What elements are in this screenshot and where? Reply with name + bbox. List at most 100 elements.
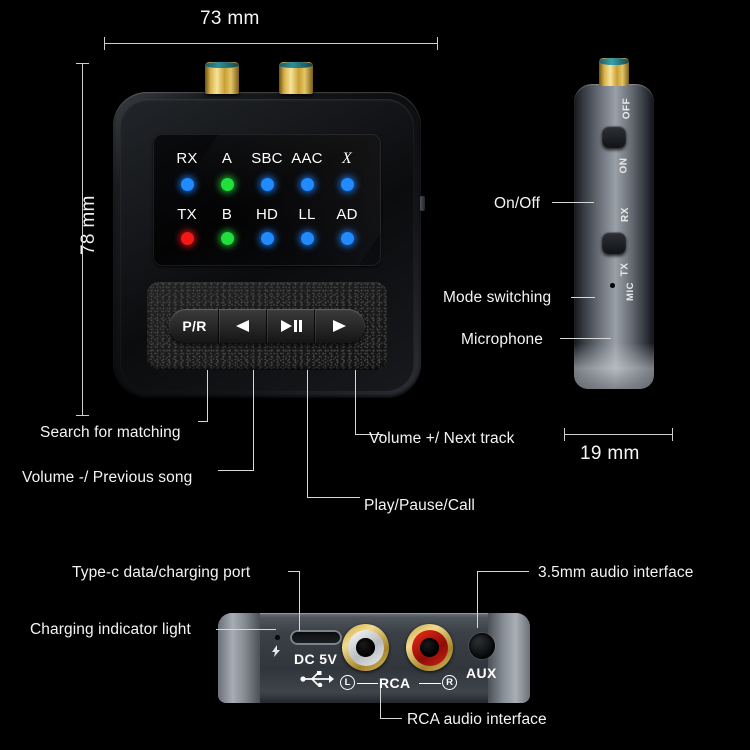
height-tick-bottom xyxy=(76,415,89,416)
leader-aux-horizontal xyxy=(477,571,529,572)
side-rca-plug xyxy=(599,58,629,86)
power-switch-on-label: ON xyxy=(618,157,630,174)
power-switch-off-label: OFF xyxy=(621,97,633,120)
annotation-mode-switching: Mode switching xyxy=(443,289,552,306)
led-label-aptx: X xyxy=(342,150,352,167)
annotation-play-pause-call: Play/Pause/Call xyxy=(364,497,475,514)
rca-plug-right xyxy=(279,62,313,94)
annotation-on-off: On/Off xyxy=(494,195,540,212)
play-pause-button[interactable] xyxy=(267,309,315,343)
rear-right-cap xyxy=(488,613,530,703)
led-dot-tx xyxy=(180,232,194,246)
rear-left-cap xyxy=(218,613,260,703)
leader-rca-horizontal xyxy=(380,718,402,719)
leader-volume-up-vertical xyxy=(355,329,356,435)
leader-mode-switching xyxy=(571,297,595,298)
led-label-hd: HD xyxy=(255,205,279,223)
rca-line-left xyxy=(357,683,378,684)
led-dot-rx xyxy=(180,177,194,191)
depth-dimension-label: 19 mm xyxy=(580,443,640,464)
annotation-charging-light: Charging indicator light xyxy=(30,621,191,638)
rear-device-body: DC 5V L RCA R AUX xyxy=(218,613,530,703)
next-icon xyxy=(331,319,348,333)
led-dot-hd xyxy=(260,232,274,246)
leader-type-c-vertical xyxy=(299,571,300,631)
led-dot-ad xyxy=(340,232,354,246)
aux-label: AUX xyxy=(466,665,497,681)
rca-left-hole xyxy=(356,638,375,657)
led-dot-sbc xyxy=(260,177,274,191)
annotation-35mm-audio: 3.5mm audio interface xyxy=(538,564,694,581)
leader-play-pause-horizontal xyxy=(307,497,360,498)
height-dimension-line xyxy=(82,63,83,416)
depth-tick-left xyxy=(564,428,565,441)
rca-label: RCA xyxy=(379,675,411,691)
front-device-body: RX A SBC AAC X TX B HD LL AD xyxy=(113,62,425,398)
rca-left-ring xyxy=(347,629,384,666)
led-label-ll: LL xyxy=(298,205,316,223)
led-label-tx: TX xyxy=(177,205,197,223)
leader-volume-up-horizontal xyxy=(355,434,383,435)
rca-jack-left[interactable] xyxy=(342,624,389,671)
side-button-nub[interactable] xyxy=(420,196,425,211)
power-switch[interactable] xyxy=(602,126,626,148)
annotation-rca-interface: RCA audio interface xyxy=(407,711,547,728)
rca-jack-right[interactable] xyxy=(406,624,453,671)
width-tick-right xyxy=(437,37,438,50)
annotation-volume-down: Volume -/ Previous song xyxy=(22,469,193,486)
led-indicator-panel: RX A SBC AAC X TX B HD LL AD xyxy=(153,134,381,266)
depth-dimension-line xyxy=(564,434,673,435)
textured-button-pad: P/R xyxy=(147,282,387,370)
led-grid: RX A SBC AAC X TX B HD LL AD xyxy=(153,134,381,266)
charging-indicator-led xyxy=(275,635,280,640)
leader-on-off xyxy=(552,202,594,203)
next-track-button[interactable] xyxy=(315,309,363,343)
mode-switch[interactable] xyxy=(602,232,626,254)
usb-c-port[interactable] xyxy=(290,630,342,645)
microphone-hole xyxy=(610,283,615,288)
previous-icon xyxy=(234,319,251,333)
led-label-aac: AAC xyxy=(291,150,323,167)
leader-search-vertical xyxy=(207,329,208,421)
rca-right-badge: R xyxy=(442,675,457,690)
width-dimension-label: 73 mm xyxy=(200,8,260,29)
rca-line-right xyxy=(419,683,441,684)
led-label-sbc: SBC xyxy=(251,150,283,167)
led-label-ad: AD xyxy=(336,205,358,223)
led-dot-ll xyxy=(300,232,314,246)
leader-aux-vertical xyxy=(477,571,478,628)
mic-label: MIC xyxy=(624,282,636,301)
depth-tick-right xyxy=(672,428,673,441)
annotation-volume-up: Volume +/ Next track xyxy=(369,430,515,447)
annotation-microphone: Microphone xyxy=(461,331,543,348)
leader-play-pause-vertical xyxy=(307,329,308,497)
pair-reset-button[interactable]: P/R xyxy=(171,309,219,343)
mode-switch-rx-label: RX xyxy=(619,207,631,222)
annotation-type-c-port: Type-c data/charging port xyxy=(72,564,251,581)
side-device-body: OFF ON RX TX MIC xyxy=(574,58,654,389)
leader-microphone xyxy=(560,338,611,339)
rca-plug-left xyxy=(205,62,239,94)
led-dot-b xyxy=(220,232,234,246)
previous-track-button[interactable] xyxy=(219,309,267,343)
led-dot-aac xyxy=(300,177,314,191)
height-tick-top xyxy=(76,63,89,64)
lightning-bolt-icon xyxy=(272,644,280,662)
width-tick-left xyxy=(104,37,105,50)
play-pause-icon xyxy=(279,319,303,333)
usb-icon xyxy=(300,671,334,692)
mode-switch-tx-label: TX xyxy=(619,262,631,277)
dc-5v-label: DC 5V xyxy=(294,651,338,667)
led-label-b: B xyxy=(221,205,233,223)
rca-left-badge: L xyxy=(340,675,355,690)
aux-jack[interactable] xyxy=(469,633,495,659)
rca-right-hole xyxy=(420,638,439,657)
leader-type-c-horizontal xyxy=(288,571,300,572)
led-label-rx: RX xyxy=(176,150,198,167)
width-dimension-line xyxy=(104,43,438,44)
annotation-search-for-matching: Search for matching xyxy=(40,424,181,441)
control-button-bar: P/R xyxy=(169,309,365,343)
leader-rca-vertical xyxy=(380,688,381,719)
leader-volume-down-vertical xyxy=(253,329,254,470)
